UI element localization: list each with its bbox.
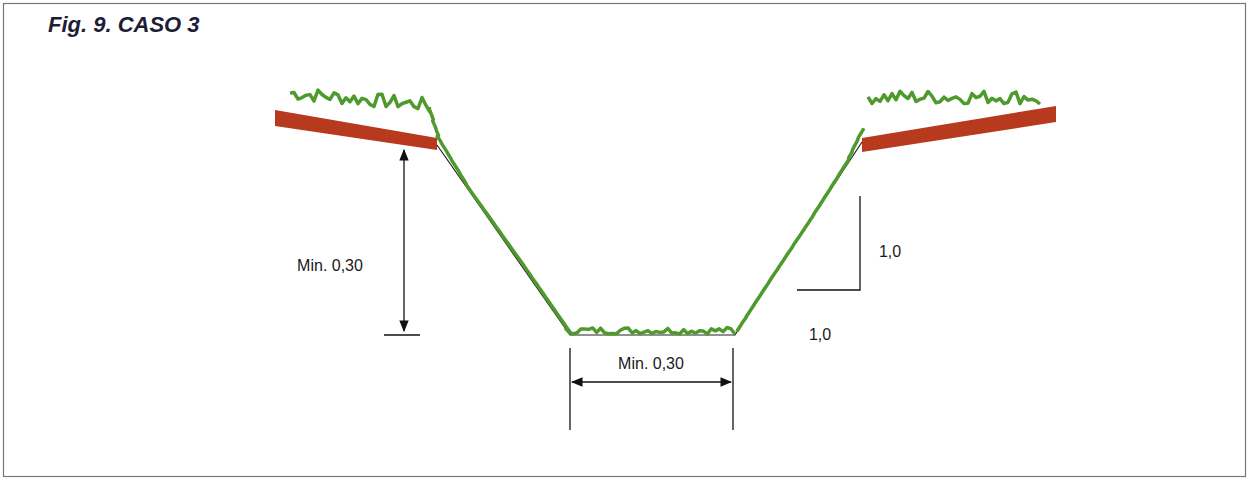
slope-label: 1,0	[876, 242, 904, 262]
grass-line	[290, 90, 430, 112]
dimension-line	[572, 381, 731, 382]
grass-line	[429, 107, 570, 332]
dimension-line	[403, 150, 404, 331]
ground-band	[862, 106, 1056, 152]
extension-line	[569, 348, 570, 430]
ground-band	[275, 110, 437, 150]
slope-label: 1,0	[806, 325, 834, 345]
slope-indicator	[797, 196, 860, 290]
grass-line	[565, 327, 735, 334]
dimension-label: Min. 0,30	[615, 354, 687, 374]
extension-line	[384, 334, 420, 335]
grass-line	[868, 91, 1040, 104]
grass-line	[737, 130, 863, 332]
dimension-label: Min. 0,30	[294, 256, 366, 276]
frame	[4, 4, 1246, 477]
figure-title: Fig. 9. CASO 3	[48, 12, 200, 38]
extension-line	[732, 348, 733, 430]
